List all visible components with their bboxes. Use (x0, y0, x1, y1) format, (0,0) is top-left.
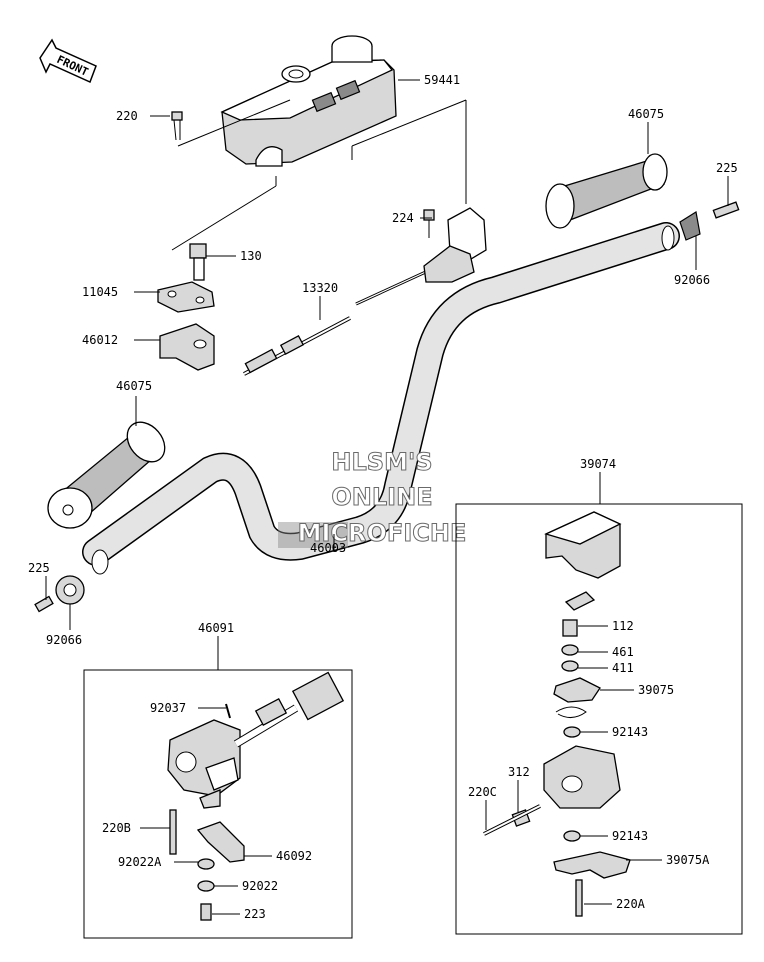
label-13320: 13320 (302, 281, 338, 295)
washer-461 (561, 644, 579, 656)
collar-92143-upper (563, 726, 581, 738)
pin-92037 (225, 703, 231, 719)
grip-right-46075 (545, 153, 668, 229)
grip-left-46075 (47, 421, 166, 529)
label-225-top: 225 (716, 161, 738, 175)
watermark: HLSM'S ONLINE MICROFICHE (297, 448, 467, 548)
label-39075A: 39075A (666, 853, 710, 867)
watermark-line-3: MICROFICHE (298, 519, 467, 547)
bolt-220B (169, 809, 177, 855)
label-220A: 220A (616, 897, 646, 911)
label-46075-top: 46075 (628, 107, 664, 121)
washer-411 (561, 660, 579, 672)
label-411: 411 (612, 661, 634, 675)
collar-92143-lower (563, 830, 581, 842)
part-labels: 59441 220 46075 225 224 130 11045 13320 … (28, 73, 738, 921)
bolt-220A (575, 879, 583, 917)
label-92066-left: 92066 (46, 633, 82, 647)
label-59441: 59441 (424, 73, 460, 87)
front-arrow-icon: FRONT (39, 38, 97, 84)
label-46003: 46003 (310, 541, 346, 555)
handlebar-46003 (82, 222, 680, 575)
end-cap-right-92066 (679, 201, 740, 241)
label-225-left: 225 (28, 561, 50, 575)
lever-46092 (196, 821, 245, 863)
bolt-220C (483, 804, 541, 836)
plate-39075 (553, 677, 601, 703)
throttle-assembly-box-39074 (455, 503, 743, 935)
washer-92022 (197, 880, 215, 892)
bolt-220 (171, 111, 183, 141)
bolt-223 (200, 903, 212, 921)
spring-clip (564, 591, 596, 611)
leader-lines (45, 79, 729, 915)
throttle-cover (544, 511, 622, 579)
label-461: 461 (612, 645, 634, 659)
label-224: 224 (392, 211, 414, 225)
bolt-224 (423, 209, 435, 238)
label-220B: 220B (102, 821, 131, 835)
label-46092: 46092 (276, 849, 312, 863)
label-312: 312 (508, 765, 530, 779)
label-220C: 220C (468, 785, 497, 799)
handlebar-cover (220, 35, 397, 167)
label-92143-a: 92143 (612, 725, 648, 739)
label-11045: 11045 (82, 285, 118, 299)
label-46075-left: 46075 (116, 379, 152, 393)
spring (555, 706, 587, 718)
switch-housing-46091 (167, 671, 345, 809)
label-39074: 39074 (580, 457, 616, 471)
watermark-line-2: ONLINE (331, 483, 432, 511)
washer-92022A (197, 858, 215, 870)
label-92066-top: 92066 (674, 273, 710, 287)
label-112: 112 (612, 619, 634, 633)
holder-46012 (159, 323, 215, 371)
label-223: 223 (244, 907, 266, 921)
cable-13320 (243, 268, 431, 376)
label-46012: 46012 (82, 333, 118, 347)
label-39075: 39075 (638, 683, 674, 697)
label-46091: 46091 (198, 621, 234, 635)
bolt-112 (562, 619, 578, 637)
throttle-housing (543, 745, 621, 809)
label-92037: 92037 (150, 701, 186, 715)
label-92143-b: 92143 (612, 829, 648, 843)
bolt-130 (189, 243, 207, 281)
end-cap-left-92066 (34, 575, 85, 613)
watermark-line-1: HLSM'S (331, 448, 432, 476)
label-130: 130 (240, 249, 262, 263)
throttle-lever (423, 207, 487, 283)
label-92022A: 92022A (118, 855, 162, 869)
label-92022: 92022 (242, 879, 278, 893)
label-220: 220 (116, 109, 138, 123)
lever-39075A (553, 851, 631, 879)
clamp-11045 (157, 281, 215, 313)
